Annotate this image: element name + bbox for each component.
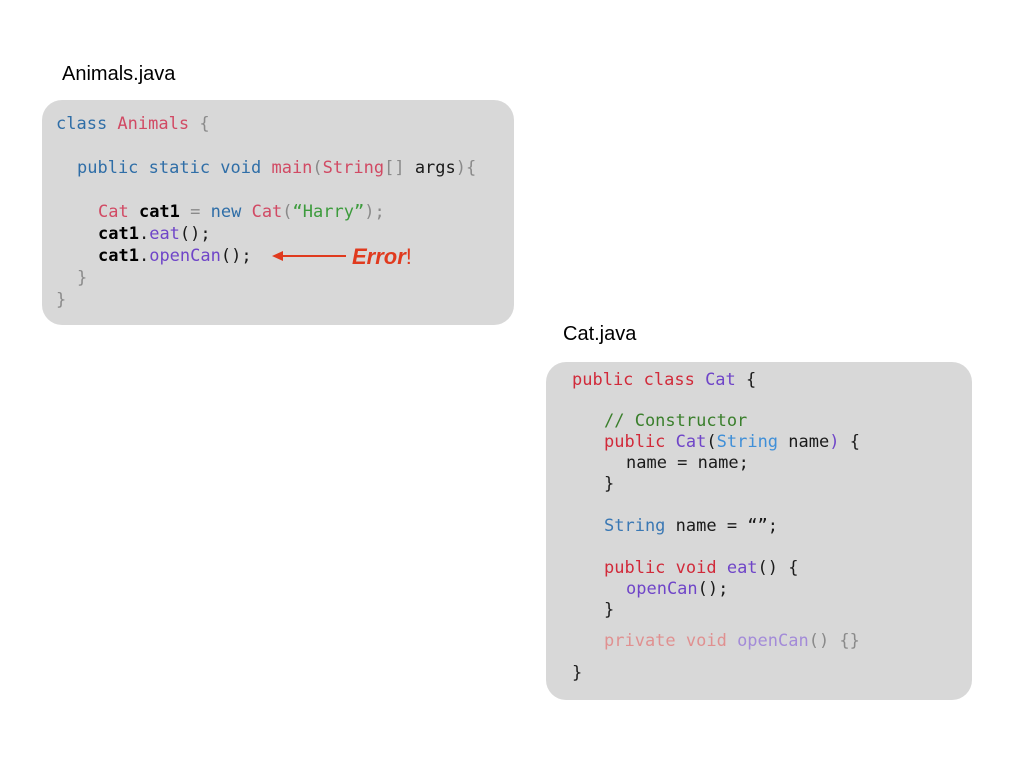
- code-token: String: [604, 516, 666, 536]
- animals-code-line: }: [77, 268, 87, 289]
- cat-code-line: name = name;: [626, 453, 749, 474]
- code-token: }: [77, 268, 88, 288]
- error-label: Error!: [352, 244, 412, 270]
- cat-code-line: String name = “”;: [604, 516, 778, 537]
- error-punct: !: [405, 244, 412, 269]
- code-token: class: [56, 114, 118, 134]
- code-token: .: [138, 246, 150, 266]
- code-token: cat1: [98, 224, 139, 244]
- code-token: public: [604, 432, 676, 452]
- animals-code-line: }: [56, 290, 66, 311]
- code-token: new: [210, 202, 252, 222]
- code-token: {: [189, 114, 210, 134]
- code-token: (: [312, 158, 323, 178]
- animals-code-line: Cat cat1 = new Cat(“Harry”);: [98, 202, 385, 223]
- cat-filename: Cat.java: [563, 323, 637, 345]
- code-token: {: [735, 370, 757, 390]
- code-token: }: [604, 600, 615, 620]
- code-token: “”: [747, 516, 768, 536]
- code-token: ();: [179, 224, 211, 244]
- animals-code-block: [42, 100, 514, 325]
- code-token: openCan: [737, 631, 809, 651]
- cat-code-line: }: [572, 663, 582, 684]
- code-token: Cat: [675, 432, 707, 452]
- code-token: Animals: [117, 114, 190, 134]
- code-token: }: [572, 663, 583, 683]
- code-token: cat1: [98, 246, 139, 266]
- cat-code-line: openCan();: [626, 579, 728, 600]
- code-token: []: [384, 158, 415, 178]
- code-token: {: [839, 432, 860, 452]
- code-token: “Harry”: [292, 202, 365, 222]
- error-arrow-icon: [272, 251, 346, 261]
- cat-code-line: }: [604, 474, 614, 495]
- cat-code-line: public Cat(String name) {: [604, 432, 860, 453]
- code-token: }: [604, 474, 615, 494]
- code-token: Cat: [251, 202, 283, 222]
- cat-code-line: // Constructor: [604, 411, 747, 432]
- cat-code-line: private void openCan() {}: [604, 631, 860, 652]
- code-token: openCan: [149, 246, 221, 266]
- code-token: ();: [697, 579, 729, 599]
- code-token: args: [414, 158, 456, 178]
- code-token: eat: [149, 224, 180, 244]
- code-token: }: [56, 290, 67, 310]
- code-token: ): [829, 432, 840, 452]
- animals-filename: Animals.java: [62, 63, 176, 85]
- animals-code-line: public static void main(String[] args){: [77, 158, 476, 179]
- code-token: String: [322, 158, 385, 178]
- code-token: public class: [572, 370, 706, 390]
- code-token: ();: [220, 246, 252, 266]
- code-token: .: [138, 224, 150, 244]
- error-word: Error: [352, 244, 406, 269]
- cat-code-line: public void eat() {: [604, 558, 799, 579]
- code-token: name =: [665, 516, 748, 536]
- code-token: String: [716, 432, 779, 452]
- code-token: Cat: [705, 370, 736, 390]
- code-token: ;: [767, 516, 779, 536]
- code-token: eat: [726, 558, 758, 578]
- cat-code-line: public class Cat {: [572, 370, 756, 391]
- code-token: cat1: [138, 202, 180, 222]
- animals-code-line: cat1.openCan();: [98, 246, 252, 267]
- code-token: // Constructor: [604, 411, 748, 431]
- code-token: Cat: [98, 202, 139, 222]
- code-token: public static void: [77, 158, 272, 178]
- code-token: ){: [455, 158, 477, 178]
- code-token: =: [179, 202, 211, 222]
- code-token: name = name;: [626, 453, 749, 473]
- code-token: () {: [757, 558, 799, 578]
- animals-code-line: class Animals {: [56, 114, 210, 135]
- code-token: openCan: [626, 579, 698, 599]
- code-token: private void: [604, 631, 738, 651]
- code-token: );: [364, 202, 385, 222]
- cat-code-block: [546, 362, 972, 700]
- animals-code-line: cat1.eat();: [98, 224, 211, 245]
- code-token: main: [271, 158, 313, 178]
- code-token: () {}: [808, 631, 860, 651]
- cat-code-line: }: [604, 600, 614, 621]
- code-token: public void: [604, 558, 727, 578]
- code-token: name: [778, 432, 830, 452]
- code-token: (: [706, 432, 717, 452]
- code-token: (: [282, 202, 293, 222]
